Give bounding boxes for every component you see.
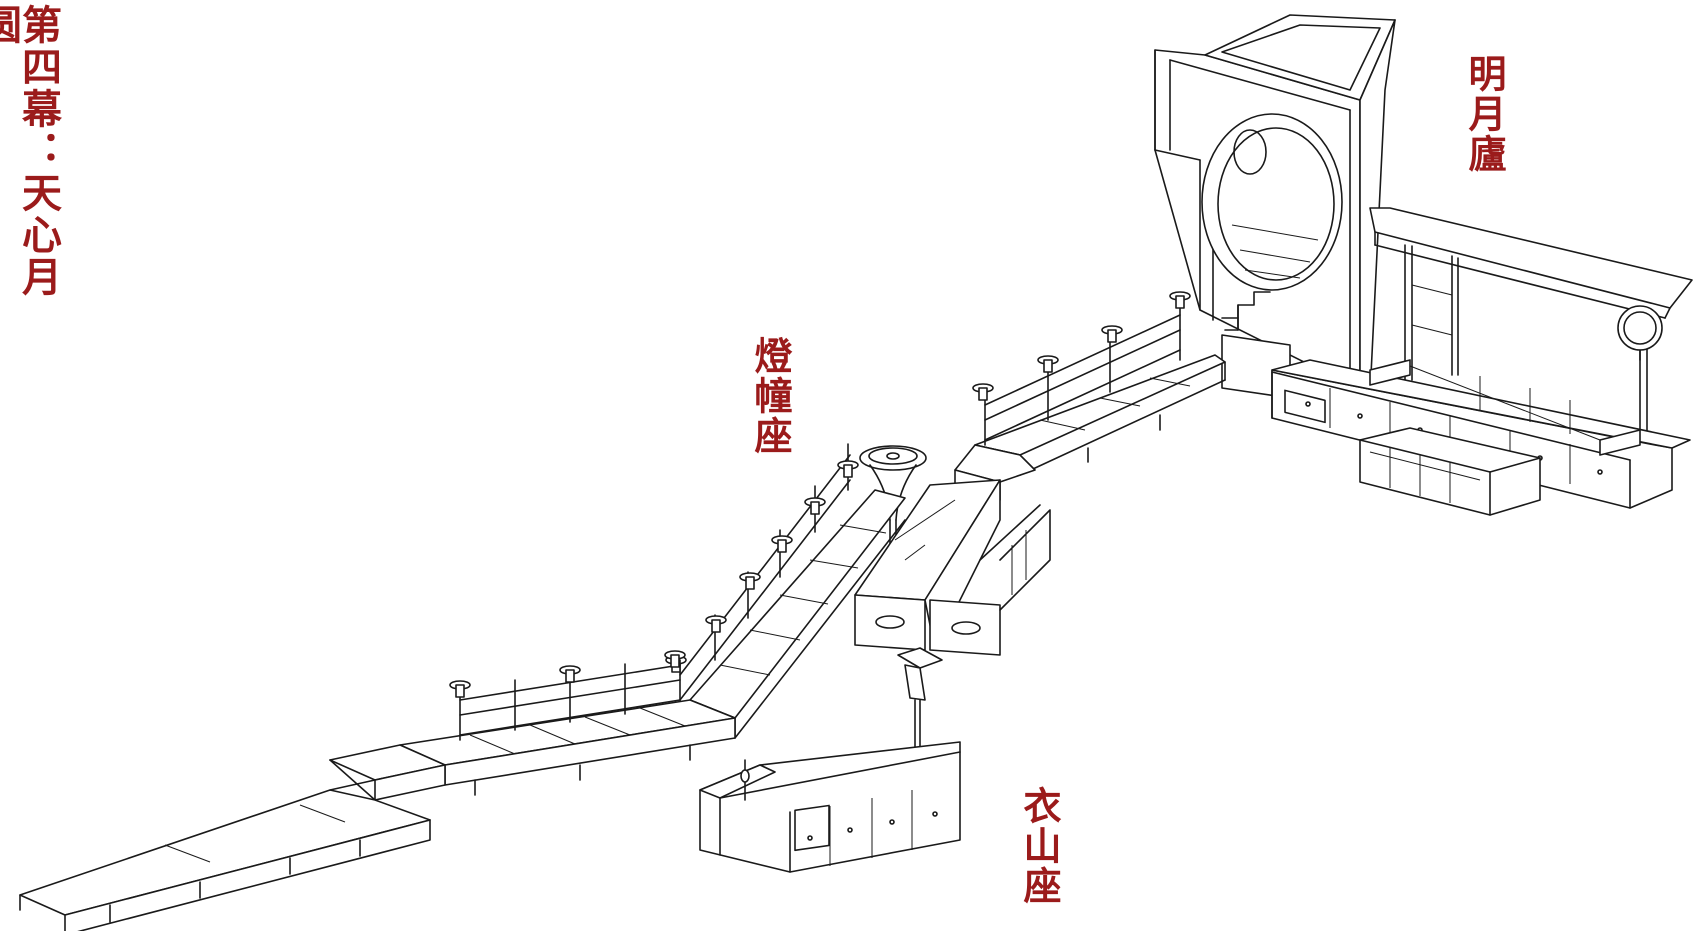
lamp-post: [859, 445, 927, 576]
left-walkway: [399, 663, 736, 796]
center-benches: [854, 479, 1051, 656]
pavilion-platform: [1271, 359, 1691, 509]
label-dengchuang-zuo: 燈幢座: [748, 336, 793, 456]
act-title: 第四幕：天心月圆: [0, 4, 62, 298]
pavilion: [1369, 207, 1693, 441]
label-mingyue-lu: 明月廬: [1462, 54, 1507, 174]
cabinet: [699, 741, 961, 873]
signboard: [897, 647, 943, 761]
upper-ramp: [974, 304, 1226, 476]
lower-lanterns: [665, 460, 859, 673]
walkway-corner: [329, 744, 446, 801]
long-walkway: [19, 779, 431, 935]
left-lanterns: [449, 650, 686, 698]
label-yishan-zuo: 衣山座: [1017, 786, 1062, 906]
moon-gate-wall: [1154, 14, 1396, 396]
upper-lanterns: [972, 291, 1191, 401]
low-table: [1359, 427, 1541, 516]
